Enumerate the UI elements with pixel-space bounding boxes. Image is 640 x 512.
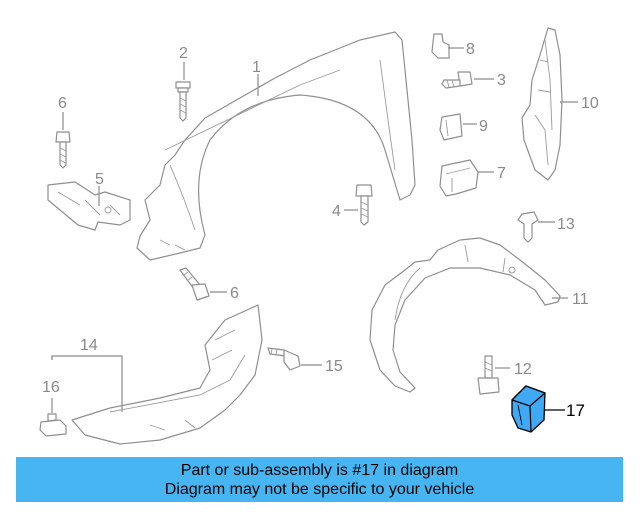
callout-13: 13 [557, 216, 575, 233]
callout-9: 9 [479, 118, 488, 135]
callout-15: 15 [325, 358, 343, 375]
part-15-bolt [267, 347, 301, 371]
callout-3: 3 [497, 72, 506, 89]
callout-17: 17 [566, 401, 585, 420]
part-4-bolt [355, 184, 373, 226]
callout-4: 4 [332, 203, 341, 220]
part-3-screw [441, 71, 473, 89]
info-banner: Part or sub-assembly is #17 in diagram D… [16, 457, 623, 502]
parts-diagram: 1 2 6 5 4 6 8 [39, 27, 599, 445]
callout-12: 12 [514, 361, 532, 378]
part-14-splash-shield [71, 304, 263, 445]
callout-14: 14 [80, 337, 98, 354]
banner-line-2: Diagram may not be specific to your vehi… [164, 480, 475, 498]
part-11-fender-liner [369, 237, 561, 393]
part-1-fender [136, 31, 416, 261]
part-17-highlighted [511, 385, 546, 433]
part-5-bracket [47, 181, 131, 231]
callout-8: 8 [466, 41, 475, 58]
part-13-clip [517, 211, 539, 243]
callout-5: 5 [95, 171, 104, 188]
part-6-bolt-upper [55, 131, 71, 169]
part-16-clip [39, 413, 67, 437]
banner-line-1: Part or sub-assembly is #17 in diagram [180, 461, 459, 479]
part-6-bolt-lower [179, 267, 210, 301]
callout-1: 1 [252, 59, 261, 76]
part-12-bolt [477, 355, 500, 395]
callout-11: 11 [572, 291, 589, 308]
part-8-clip [431, 33, 450, 59]
part-2-bolt [175, 81, 191, 122]
callout-6-lower: 6 [230, 285, 239, 302]
part-10-insulator [521, 27, 563, 181]
part-7-block [439, 159, 479, 197]
callout-7: 7 [497, 165, 506, 182]
leader-14 [51, 355, 123, 412]
callout-6-upper: 6 [58, 95, 67, 112]
callout-2: 2 [179, 45, 188, 62]
callout-10: 10 [581, 95, 599, 112]
part-9-cap [439, 113, 463, 141]
callout-16: 16 [42, 379, 60, 396]
